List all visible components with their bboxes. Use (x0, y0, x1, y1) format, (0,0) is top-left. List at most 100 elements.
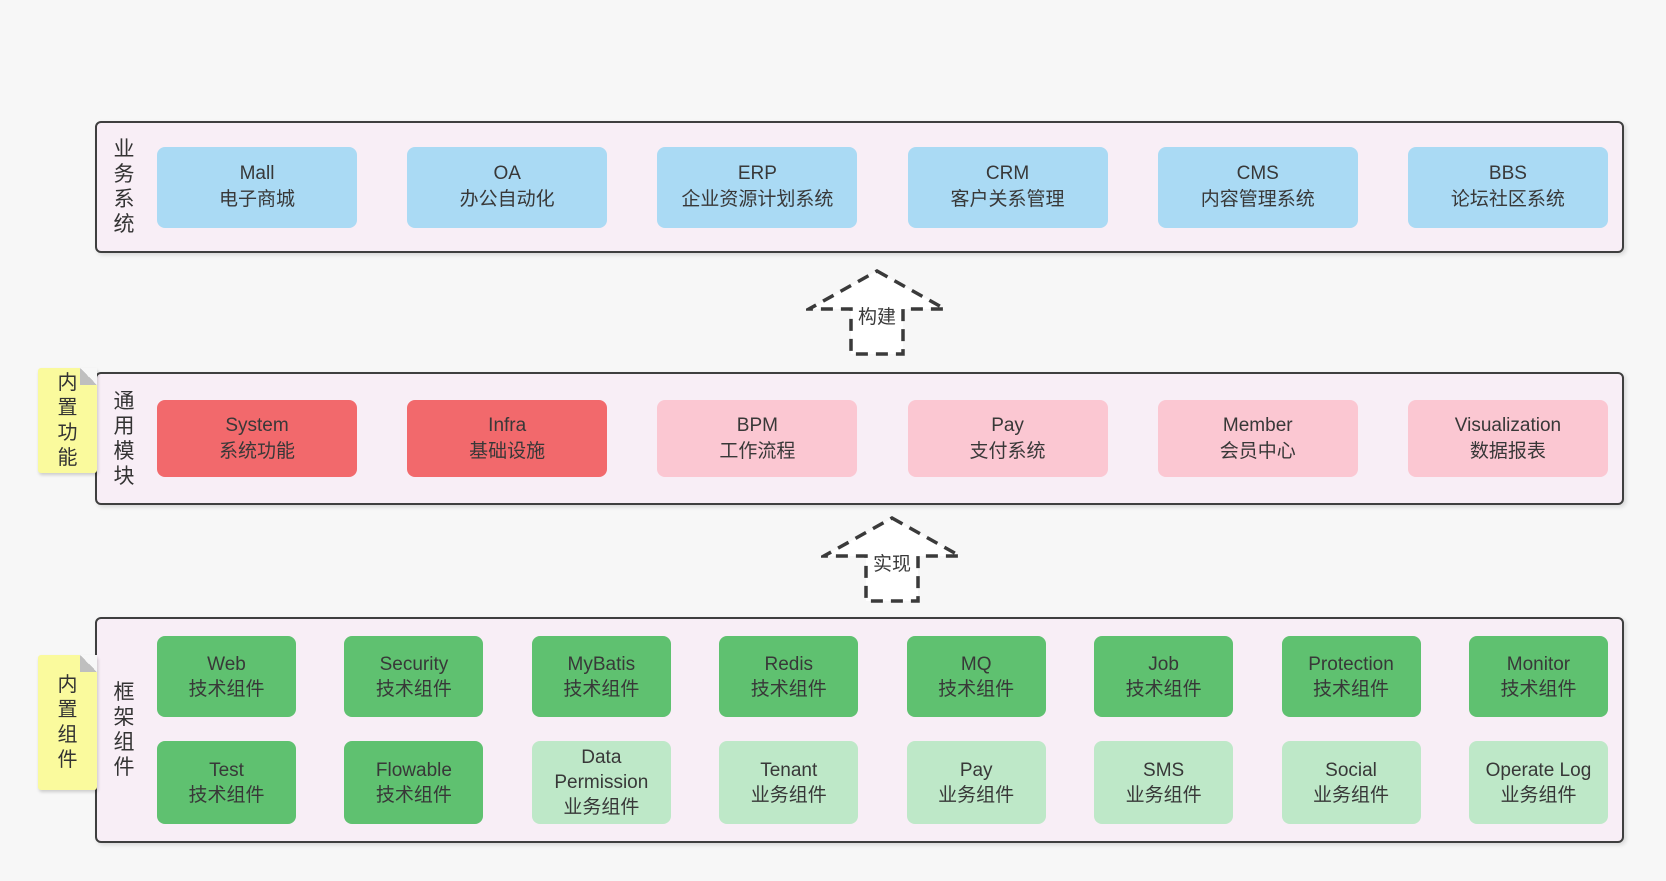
node-mybatis: MyBatis 技术组件 (531, 636, 671, 717)
node-redis: Redis 技术组件 (719, 636, 859, 717)
node-bpm: BPM 工作流程 (657, 400, 858, 477)
node-mq: MQ 技术组件 (906, 636, 1046, 717)
components-row-1: Web 技术组件 Security 技术组件 MyBatis 技术组件 Redi… (157, 636, 1608, 717)
node-desc: 技术组件 (188, 678, 265, 700)
node-desc: 论坛社区系统 (1450, 189, 1565, 210)
node-system: System 系统功能 (157, 400, 357, 477)
node-security: Security 技术组件 (344, 636, 484, 717)
node-name: Protection (1308, 653, 1394, 675)
node-erp: ERP 企业资源计划系统 (657, 146, 858, 228)
node-infra: Infra 基础设施 (407, 400, 608, 477)
node-desc: 技术组件 (375, 784, 452, 806)
node-oa: OA 办公自动化 (407, 146, 608, 228)
layer-label-components: 框架组件 (113, 681, 135, 779)
node-desc: 电子商城 (218, 189, 295, 210)
implement-arrow-label: 实现 (869, 549, 915, 576)
node-desc: 业务组件 (1313, 784, 1390, 806)
node-monitor: Monitor 技术组件 (1468, 636, 1608, 717)
node-name: Test (209, 759, 244, 781)
layer-modules-content: System 系统功能 Infra 基础设施 BPM 工作流程 Pay 支付系统… (139, 374, 1622, 503)
node-name: BPM (736, 414, 778, 436)
layer-label-modules: 通用模块 (113, 389, 135, 488)
node-desc: 数据报表 (1469, 440, 1546, 462)
node-name: Monitor (1506, 653, 1571, 675)
node-protection: Protection 技术组件 (1281, 636, 1421, 717)
node-test: Test 技术组件 (157, 741, 296, 824)
layer-framework-components: 框架组件 Web 技术组件 Security 技术组件 MyBatis 技术组件… (95, 617, 1624, 843)
node-social: Social 业务组件 (1281, 741, 1421, 824)
layer-components-content: Web 技术组件 Security 技术组件 MyBatis 技术组件 Redi… (139, 619, 1622, 841)
node-desc: 技术组件 (188, 784, 265, 806)
node-desc: 技术组件 (1125, 678, 1202, 700)
node-name: Pay (959, 759, 993, 781)
node-cms: CMS 内容管理系统 (1157, 146, 1358, 228)
sticky-note-text: 内置功能 (57, 371, 78, 469)
node-pay-component: Pay 业务组件 (906, 741, 1046, 824)
node-name: Data Permission (554, 747, 649, 793)
node-desc: 业务组件 (938, 784, 1015, 806)
node-operate-log: Operate Log 业务组件 (1468, 741, 1608, 824)
layer-common-modules: 通用模块 System 系统功能 Infra 基础设施 BPM 工作流程 Pay… (95, 372, 1624, 505)
node-desc: 会员中心 (1219, 440, 1296, 462)
folded-corner-icon (80, 655, 97, 672)
layer-label-business: 业务系统 (113, 138, 135, 236)
node-desc: 业务组件 (563, 797, 640, 818)
node-name: Mall (239, 163, 275, 184)
sticky-note-text: 内置组件 (57, 673, 78, 771)
node-desc: 业务组件 (750, 784, 827, 806)
node-desc: 业务组件 (1125, 784, 1202, 806)
node-desc: 业务组件 (1500, 784, 1577, 806)
node-name: Redis (764, 653, 814, 675)
folded-corner-icon (80, 368, 97, 385)
node-name: CMS (1236, 163, 1279, 184)
node-desc: 技术组件 (375, 678, 452, 700)
node-visualization: Visualization 数据报表 (1407, 400, 1608, 477)
sticky-note-builtin-components: 内置组件 (38, 655, 97, 790)
node-desc: 技术组件 (938, 678, 1015, 700)
node-member: Member 会员中心 (1157, 400, 1358, 477)
node-name: Operate Log (1485, 759, 1592, 781)
node-desc: 企业资源计划系统 (681, 189, 834, 210)
node-tenant: Tenant 业务组件 (719, 741, 859, 824)
node-name: Web (207, 653, 246, 675)
node-name: Tenant (760, 759, 818, 781)
node-web: Web 技术组件 (157, 636, 296, 717)
node-name: Security (379, 653, 449, 675)
node-name: Member (1222, 414, 1293, 436)
node-desc: 技术组件 (750, 678, 827, 700)
node-desc: 客户关系管理 (950, 189, 1065, 210)
node-desc: 工作流程 (719, 440, 796, 462)
modules-row: System 系统功能 Infra 基础设施 BPM 工作流程 Pay 支付系统… (157, 400, 1608, 477)
node-desc: 技术组件 (1500, 678, 1577, 700)
node-desc: 技术组件 (1313, 678, 1390, 700)
build-arrow-label: 构建 (854, 302, 900, 329)
node-name: MyBatis (567, 653, 636, 675)
node-desc: 支付系统 (969, 440, 1046, 462)
node-name: BBS (1488, 163, 1527, 184)
build-arrow-icon: 构建 (806, 268, 948, 358)
node-name: Job (1148, 653, 1179, 675)
node-desc: 内容管理系统 (1200, 189, 1315, 210)
node-job: Job 技术组件 (1094, 636, 1234, 717)
node-data-permission: Data Permission 业务组件 (531, 741, 671, 824)
node-name: Visualization (1454, 414, 1562, 436)
node-name: OA (493, 163, 521, 184)
business-row: Mall 电子商城 OA 办公自动化 ERP 企业资源计划系统 CRM 客户关系… (157, 146, 1608, 228)
node-desc: 系统功能 (218, 440, 295, 462)
node-pay-system: Pay 支付系统 (907, 400, 1108, 477)
node-desc: 技术组件 (563, 678, 640, 700)
node-crm: CRM 客户关系管理 (907, 146, 1108, 228)
node-name: CRM (985, 163, 1030, 184)
node-name: Flowable (375, 759, 452, 781)
node-sms: SMS 业务组件 (1094, 741, 1234, 824)
node-desc: 办公自动化 (459, 189, 555, 210)
node-name: Infra (488, 414, 527, 436)
node-bbs: BBS 论坛社区系统 (1407, 146, 1608, 228)
implement-arrow-icon: 实现 (821, 515, 963, 605)
node-name: SMS (1143, 759, 1185, 781)
node-mall: Mall 电子商城 (157, 146, 357, 228)
node-name: System (225, 414, 289, 436)
node-flowable: Flowable 技术组件 (344, 741, 484, 824)
layer-business-systems: 业务系统 Mall 电子商城 OA 办公自动化 ERP 企业资源计划系统 CRM… (95, 121, 1624, 253)
